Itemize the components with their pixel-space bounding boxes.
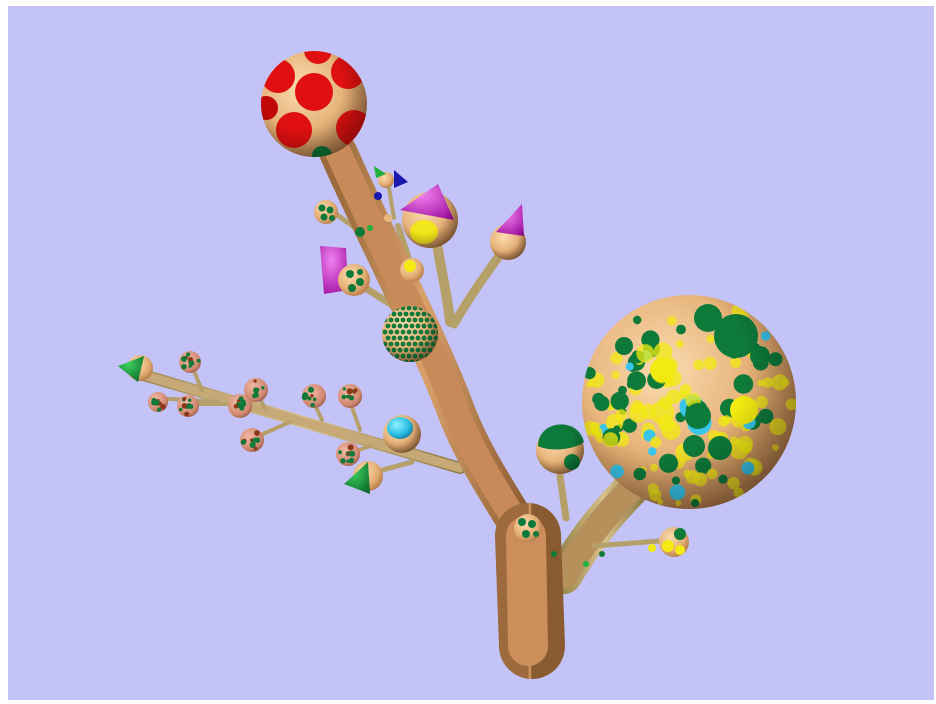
spot	[338, 450, 342, 454]
node-small-yellow[interactable]	[400, 258, 424, 282]
spot	[184, 412, 189, 417]
node-junction[interactable]	[514, 514, 542, 542]
spot	[188, 399, 191, 402]
node-pink-5[interactable]	[244, 378, 268, 402]
spot	[348, 444, 354, 450]
spot	[342, 395, 347, 400]
node-pink-9[interactable]	[336, 442, 360, 466]
spot	[308, 397, 312, 401]
node-pink-3[interactable]	[177, 395, 199, 417]
spot	[340, 458, 345, 463]
node-pink-2[interactable]	[148, 392, 168, 412]
spot	[254, 447, 258, 451]
tree-visualization	[8, 6, 934, 700]
spot	[189, 360, 195, 366]
spot	[241, 401, 247, 407]
3d-viewport[interactable]	[8, 6, 934, 700]
spot	[349, 451, 355, 457]
spot	[302, 392, 308, 398]
background	[8, 6, 934, 700]
node-pink-8[interactable]	[240, 428, 264, 452]
spot	[189, 404, 194, 409]
spot	[182, 403, 188, 409]
spot	[254, 380, 257, 383]
spot	[254, 390, 258, 394]
spot	[154, 401, 159, 406]
spot	[197, 359, 201, 363]
spot	[181, 364, 186, 369]
node-pink-1[interactable]	[179, 351, 201, 373]
spot	[183, 397, 187, 401]
spot	[310, 394, 313, 397]
spot	[179, 408, 183, 412]
spot	[347, 388, 353, 394]
spot	[253, 438, 258, 443]
spot	[241, 440, 246, 445]
spot	[311, 403, 315, 407]
spot	[181, 356, 187, 362]
trunk-base-core	[526, 536, 528, 646]
node-pink-7[interactable]	[338, 384, 362, 408]
spot	[349, 458, 354, 463]
spot	[261, 386, 264, 389]
spot	[157, 407, 161, 411]
spot	[353, 390, 356, 393]
spot	[313, 398, 317, 402]
node-upper-green[interactable]	[314, 200, 338, 224]
node-cyan[interactable]	[383, 415, 421, 453]
spot	[308, 387, 314, 393]
spot	[186, 352, 190, 356]
spot	[254, 430, 260, 436]
spot	[343, 387, 346, 390]
spot	[254, 388, 257, 391]
spot	[346, 395, 350, 399]
spot	[234, 404, 239, 409]
spot	[347, 452, 350, 455]
